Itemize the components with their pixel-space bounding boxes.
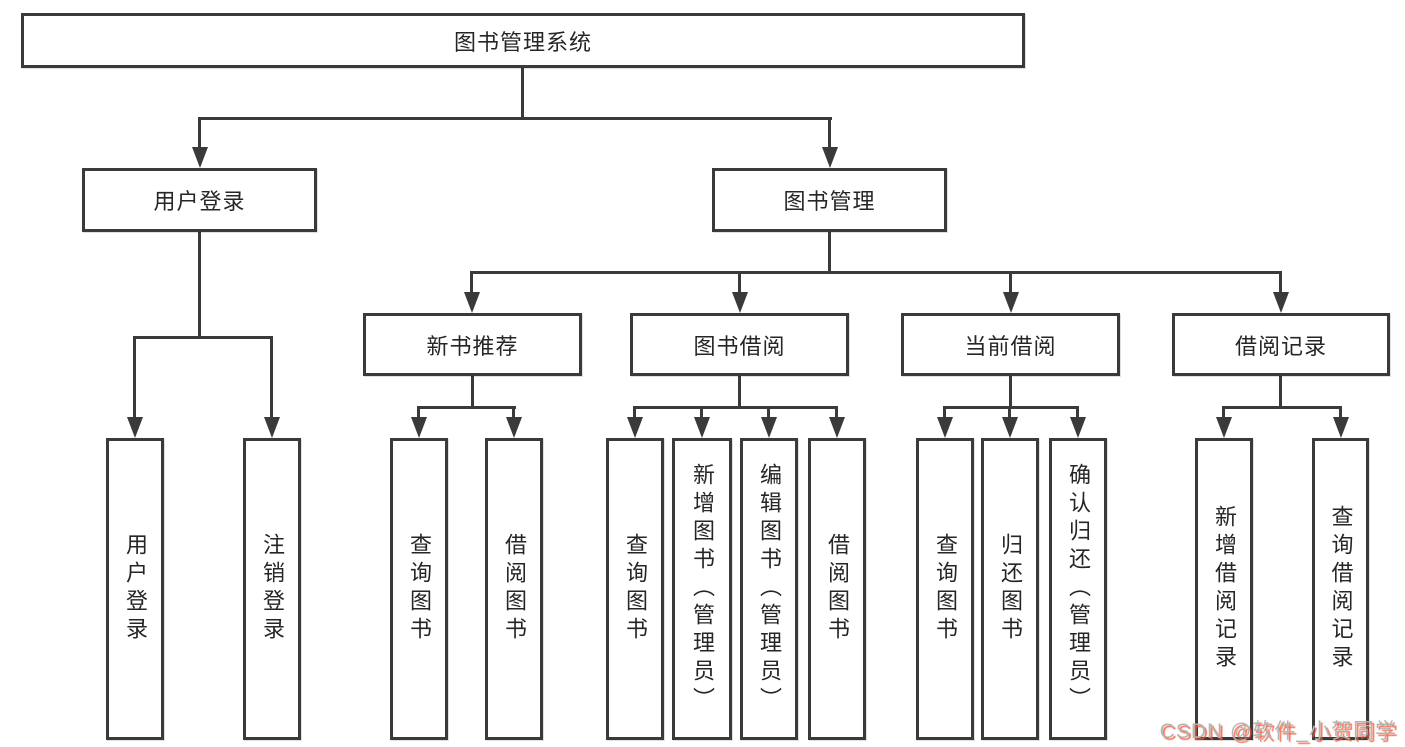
node-label: 当前借阅 [964, 333, 1057, 359]
arrow-down-icon [1222, 406, 1225, 417]
leaf-current-query-books: 查询图书 [916, 438, 974, 740]
arrow-down-icon [417, 406, 420, 417]
csdn-watermark: CSDN @软件_小贺同学 [1159, 719, 1397, 743]
node-current-borrowing: 当前借阅 [901, 313, 1120, 376]
leaf-logout: 注销登录 [243, 438, 301, 740]
connector-line [1279, 376, 1282, 409]
node-label: 图书管理系统 [453, 29, 592, 55]
connector-line [738, 376, 741, 409]
arrow-down-icon [470, 271, 473, 292]
arrow-down-icon [512, 406, 515, 417]
node-book-borrowing: 图书借阅 [630, 313, 849, 376]
node-user-login: 用户登录 [82, 168, 317, 232]
leaf-confirm-return-admin: 确认归还（管理员） [1049, 438, 1107, 740]
node-label: 确认归还（管理员） [1066, 463, 1091, 715]
arrow-down-icon [133, 336, 136, 417]
node-label: 用户登录 [153, 189, 246, 214]
arrow-down-icon [738, 271, 741, 292]
node-label: 新书推荐 [426, 333, 519, 359]
arrow-down-icon [1008, 406, 1011, 417]
node-root-system: 图书管理系统 [21, 13, 1025, 68]
leaf-add-borrow-record: 新增借阅记录 [1195, 438, 1253, 740]
arrow-down-icon [198, 117, 201, 147]
arrow-down-icon [633, 406, 636, 417]
leaf-borrowing-borrow-books: 借阅图书 [808, 438, 866, 740]
connector-line [1222, 406, 1341, 409]
arrow-down-icon [1339, 406, 1342, 417]
arrow-down-icon [270, 336, 273, 417]
connector-line [633, 406, 838, 409]
node-label: 查询图书 [623, 533, 648, 645]
arrow-down-icon [1279, 271, 1282, 292]
connector-line [521, 68, 524, 120]
node-label: 图书借阅 [693, 333, 786, 359]
node-label: 图书管理 [783, 189, 876, 214]
node-label: 归还图书 [998, 533, 1023, 645]
node-label: 新增借阅记录 [1212, 505, 1237, 673]
node-label: 查询借阅记录 [1328, 505, 1354, 673]
connector-line [133, 336, 273, 339]
connector-line [1009, 376, 1012, 409]
node-borrowing-records: 借阅记录 [1172, 313, 1390, 376]
node-label: 用户登录 [123, 533, 148, 645]
node-label: 借阅图书 [502, 533, 527, 645]
connector-line [943, 406, 1079, 409]
node-label: 新增图书（管理员） [690, 463, 715, 715]
node-label: 借阅记录 [1234, 333, 1327, 359]
leaf-recommend-borrow-books: 借阅图书 [485, 438, 543, 740]
node-label: 查询图书 [407, 533, 432, 645]
connector-line [471, 271, 1282, 274]
arrow-down-icon [1009, 271, 1012, 292]
arrow-down-icon [828, 117, 831, 147]
leaf-borrowing-query-books: 查询图书 [606, 438, 664, 740]
node-label: 借阅图书 [825, 533, 850, 645]
connector-line [418, 406, 516, 409]
arrow-down-icon [835, 406, 838, 417]
leaf-return-books: 归还图书 [981, 438, 1039, 740]
node-book-management: 图书管理 [712, 168, 947, 232]
leaf-user-login: 用户登录 [106, 438, 164, 740]
arrow-down-icon [767, 406, 770, 417]
leaf-add-books-admin: 新增图书（管理员） [672, 438, 732, 740]
node-label: 编辑图书（管理员） [757, 463, 782, 715]
node-label: 注销登录 [260, 533, 285, 645]
arrow-down-icon [1076, 406, 1079, 417]
leaf-recommend-query-books: 查询图书 [390, 438, 448, 740]
node-new-book-recommendation: 新书推荐 [363, 313, 582, 376]
node-label: 查询图书 [933, 533, 958, 645]
arrow-down-icon [943, 406, 946, 417]
leaf-edit-books-admin: 编辑图书（管理员） [740, 438, 798, 740]
connector-line [828, 232, 831, 274]
leaf-query-borrow-record: 查询借阅记录 [1312, 438, 1369, 740]
arrow-down-icon [700, 406, 703, 417]
connector-line [198, 117, 832, 120]
connector-line [471, 376, 474, 409]
connector-line [198, 232, 201, 339]
